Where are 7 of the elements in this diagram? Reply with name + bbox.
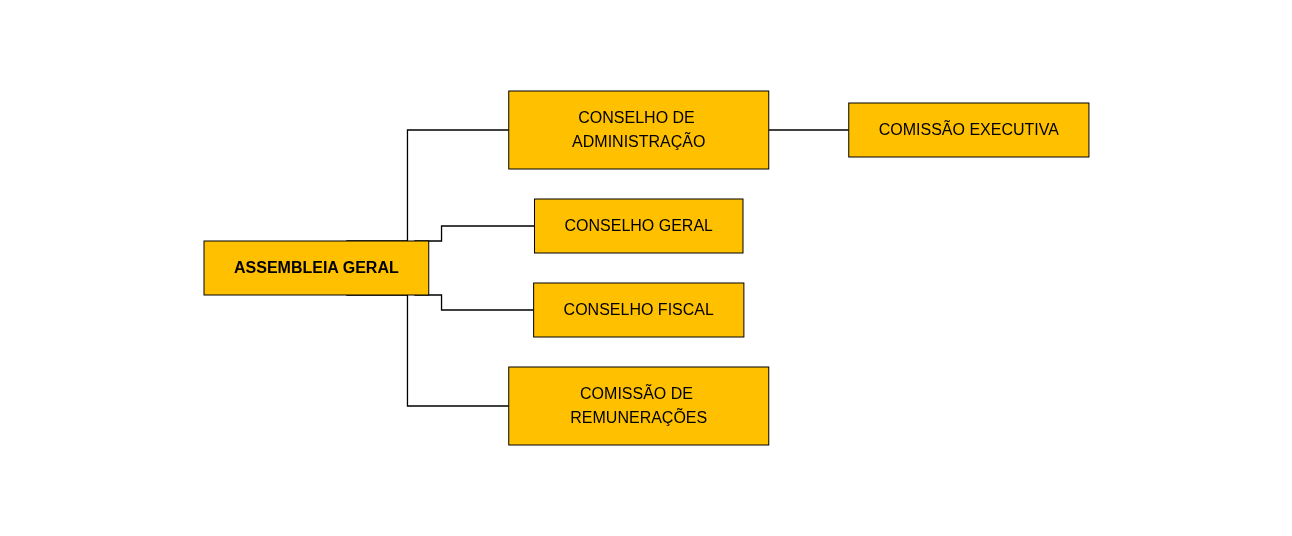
node-box: ASSEMBLEIA GERAL [203,240,429,296]
node-box: CONSELHO DE ADMINISTRAÇÃO [507,90,769,170]
node-box: CONSELHO GERAL [533,198,743,254]
node-box: COMISSÃO EXECUTIVA [847,102,1089,158]
node-box: COMISSÃO DE REMUNERAÇÕES [507,366,769,446]
connector [767,129,849,131]
node-box: CONSELHO FISCAL [532,282,744,338]
